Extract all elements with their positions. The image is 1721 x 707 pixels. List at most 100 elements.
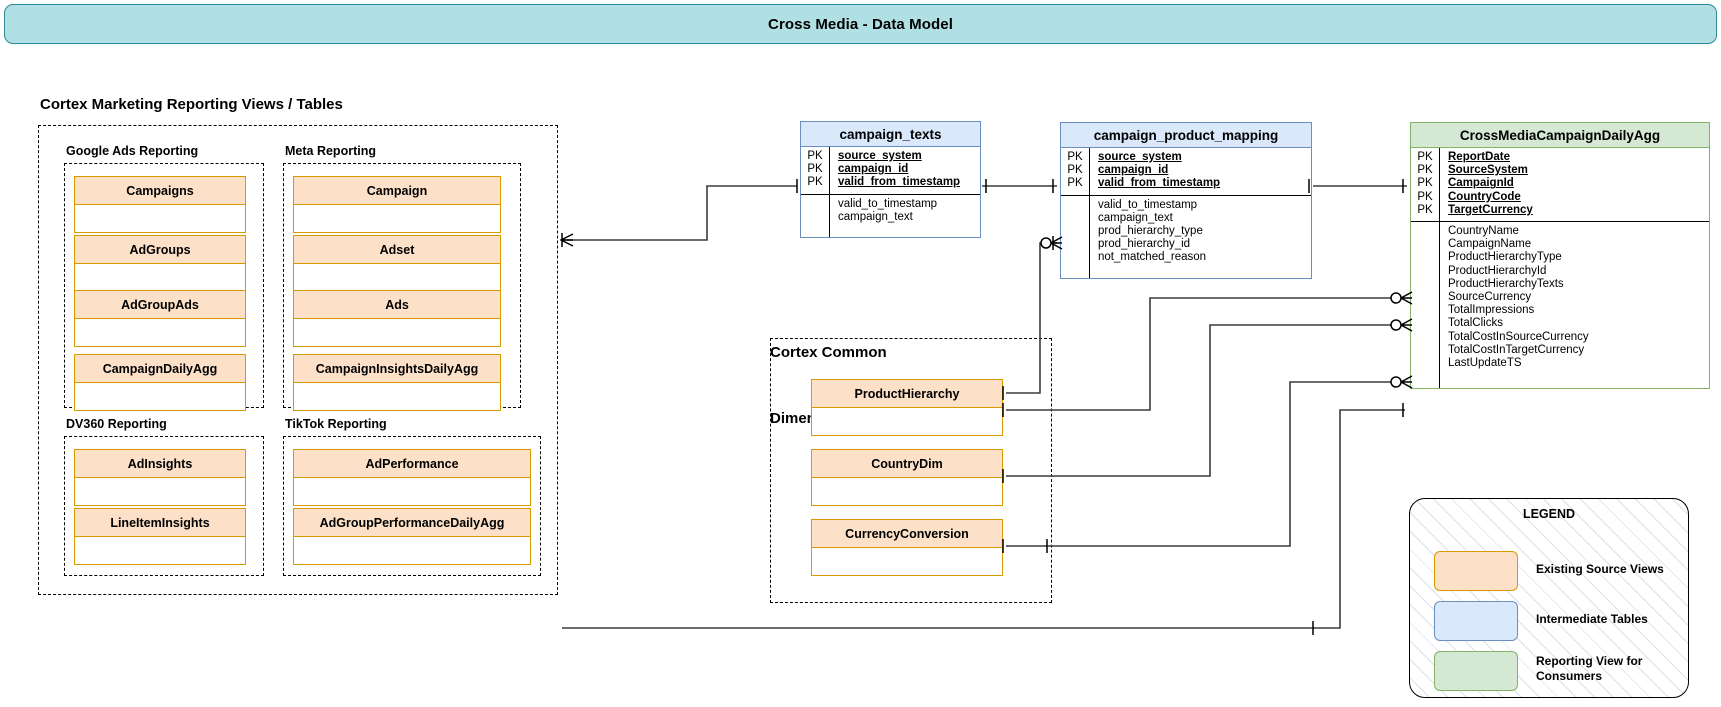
legend-swatch-source-views <box>1434 551 1518 591</box>
group-label-dv360: DV360 Reporting <box>66 417 167 431</box>
attr-field: valid_to_timestamp <box>1098 198 1198 211</box>
connector-sources-to-campaign-texts <box>560 185 797 241</box>
entity-campaigns[interactable]: Campaigns <box>74 176 246 233</box>
attr-field: prod_hierarchy_id <box>1098 238 1191 251</box>
legend-label-source-views: Existing Source Views <box>1536 562 1664 576</box>
entity-title: CurrencyConversion <box>812 520 1002 548</box>
attr-field: ProductHierarchyId <box>1448 264 1547 277</box>
source-views-container <box>38 125 558 595</box>
attr-field: campaign_text <box>1098 211 1173 224</box>
entity-body <box>75 264 245 291</box>
attr-field: CampaignName <box>1448 238 1532 251</box>
pk-field: campaign_id <box>838 163 909 176</box>
entity-lineiteminsights[interactable]: LineItemInsights <box>74 508 246 565</box>
attr-field: CountryName <box>1448 225 1519 238</box>
page-title: Cross Media - Data Model <box>768 15 953 33</box>
entity-campaign[interactable]: Campaign <box>293 176 501 233</box>
entity-title: Campaigns <box>75 177 245 205</box>
pk-tag: PK <box>1067 151 1083 163</box>
entity-currencyconversion[interactable]: CurrencyConversion <box>811 519 1003 576</box>
entity-title: CountryDim <box>812 450 1002 478</box>
pk-tag: PK <box>1067 164 1083 177</box>
entity-body <box>75 205 245 232</box>
connector-producthierarchy-to-crossmedia <box>1006 297 1399 411</box>
group-label-meta: Meta Reporting <box>285 144 376 158</box>
left-section-title: Cortex Marketing Reporting Views / Table… <box>40 96 343 113</box>
pk-field: valid_from_timestamp <box>838 176 961 189</box>
entity-adinsights[interactable]: AdInsights <box>74 449 246 506</box>
entity-body <box>294 205 500 232</box>
entity-countrydim[interactable]: CountryDim <box>811 449 1003 506</box>
attr-field: SourceCurrency <box>1448 291 1532 304</box>
pk-field: CountryCode <box>1448 190 1521 203</box>
entity-title: ProductHierarchy <box>812 380 1002 408</box>
entity-producthierarchy[interactable]: ProductHierarchy <box>811 379 1003 436</box>
attr-field: campaign_text <box>838 210 913 223</box>
attr-field: prod_hierarchy_type <box>1098 225 1203 238</box>
er-attr-tags <box>801 194 830 237</box>
page-title-banner: Cross Media - Data Model <box>4 4 1717 44</box>
entity-adperformance[interactable]: AdPerformance <box>293 449 531 506</box>
entity-body <box>294 478 530 505</box>
er-pk-fields: source_system campaign_id valid_from_tim… <box>830 147 980 194</box>
er-table-crossmediacampaigndailyagg[interactable]: CrossMediaCampaignDailyAgg PK PK PK PK P… <box>1410 122 1710 390</box>
pk-tag: PK <box>1417 151 1433 163</box>
legend-title: LEGEND <box>1522 507 1576 521</box>
er-table-title: CrossMediaCampaignDailyAgg <box>1411 123 1709 148</box>
er-pk-block: PK PK PK PK PK ReportDate SourceSystem C… <box>1411 148 1709 223</box>
er-table-campaign-product-mapping[interactable]: campaign_product_mapping PK PK PK source… <box>1060 122 1312 279</box>
group-box-tiktok <box>283 436 541 576</box>
pk-field: ReportDate <box>1448 151 1510 163</box>
er-table-title: campaign_product_mapping <box>1061 123 1311 148</box>
entity-body <box>294 537 530 564</box>
entity-title: AdInsights <box>75 450 245 478</box>
entity-body <box>75 383 245 410</box>
entity-ads[interactable]: Ads <box>293 290 501 347</box>
entity-campaigndailyagg[interactable]: CampaignDailyAgg <box>74 354 246 411</box>
pk-tag: PK <box>1417 190 1433 203</box>
er-attr-fields: CountryName CampaignName ProductHierarch… <box>1440 222 1709 388</box>
entity-adset[interactable]: Adset <box>293 235 501 292</box>
entity-adgroupads[interactable]: AdGroupAds <box>74 290 246 347</box>
entity-title: CampaignDailyAgg <box>75 355 245 383</box>
entity-title: AdGroups <box>75 236 245 264</box>
entity-adgroups[interactable]: AdGroups <box>74 235 246 292</box>
entity-campaigninsightsdailyagg[interactable]: CampaignInsightsDailyAgg <box>293 354 501 411</box>
entity-adgroupperformancedailyagg[interactable]: AdGroupPerformanceDailyAgg <box>293 508 531 565</box>
legend-label-reporting: Reporting View for Consumers <box>1536 654 1643 683</box>
entity-title: CampaignInsightsDailyAgg <box>294 355 500 383</box>
er-attr-fields: valid_to_timestamp campaign_text <box>830 195 980 237</box>
er-table-title: campaign_texts <box>801 122 980 147</box>
dimension-title-line1: Cortex Common <box>770 344 887 361</box>
er-pk-fields: source_system campaign_id valid_from_tim… <box>1090 148 1311 195</box>
er-table-campaign-texts[interactable]: campaign_texts PK PK PK source_system ca… <box>800 121 981 238</box>
attr-field: not_matched_reason <box>1098 251 1207 264</box>
legend-panel: LEGEND Existing Source Views Intermediat… <box>1409 498 1689 698</box>
entity-title: AdGroupAds <box>75 291 245 319</box>
entity-title: Campaign <box>294 177 500 205</box>
pk-field: source_system <box>838 150 922 162</box>
pk-tag: PK <box>1417 203 1433 216</box>
pk-field: SourceSystem <box>1448 164 1528 177</box>
attr-field: TotalClicks <box>1448 317 1503 330</box>
entity-title: Ads <box>294 291 500 319</box>
entity-body <box>75 319 245 346</box>
attr-field: ProductHierarchyType <box>1448 251 1562 264</box>
crowfoot-crossmedia-2 <box>1390 318 1413 332</box>
legend-swatch-reporting <box>1434 651 1518 691</box>
er-attr-block: CountryName CampaignName ProductHierarch… <box>1411 222 1709 389</box>
entity-title: Adset <box>294 236 500 264</box>
pk-tag: PK <box>1417 177 1433 190</box>
pk-field: CampaignId <box>1448 177 1514 190</box>
entity-body <box>294 319 500 346</box>
er-attr-fields: valid_to_timestamp campaign_text prod_hi… <box>1090 196 1311 278</box>
pk-tag: PK <box>1067 177 1083 190</box>
er-pk-block: PK PK PK source_system campaign_id valid… <box>1061 148 1311 196</box>
entity-body <box>812 548 1002 575</box>
entity-body <box>812 478 1002 505</box>
entity-body <box>294 383 500 410</box>
er-pk-fields: ReportDate SourceSystem CampaignId Count… <box>1440 148 1709 221</box>
entity-body <box>75 478 245 505</box>
crowfoot-mapping-lower <box>1040 236 1063 250</box>
er-pk-tags: PK PK PK <box>1061 148 1090 195</box>
